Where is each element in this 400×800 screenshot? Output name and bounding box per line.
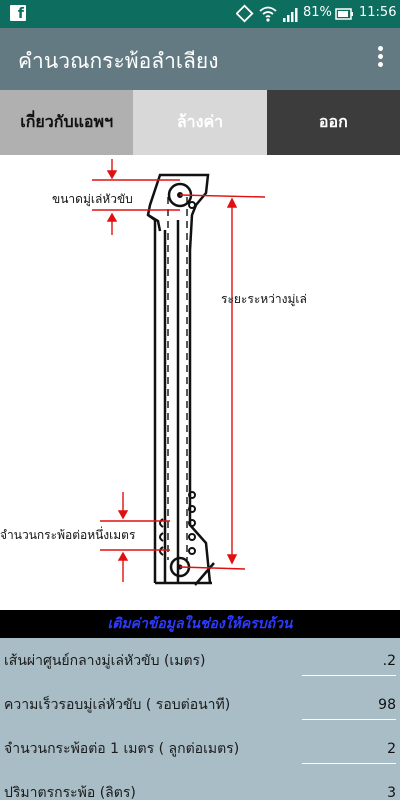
form-row-bucket-volume: ปริมาตรกระพ้อ (ลิตร) bbox=[0, 772, 400, 800]
battery-percent: 81% bbox=[303, 5, 332, 20]
pulley-diameter-input[interactable] bbox=[302, 646, 396, 676]
dimension-lines bbox=[92, 159, 266, 582]
buckets-per-meter-label: จำนวนกระพ้อต่อหนึ่งเมตร bbox=[0, 528, 136, 542]
form-row-buckets-per-meter: จำนวนกระพ้อต่อ 1 เมตร ( ลูกต่อเมตร) bbox=[0, 728, 400, 770]
clear-button[interactable]: ล้างค่า bbox=[133, 90, 267, 155]
input-form: เส้นผ่าศูนย์กลางมู่เล่หัวขับ (เมตร) ความ… bbox=[0, 638, 400, 800]
elevator-casing bbox=[146, 173, 215, 586]
belt-lines bbox=[167, 197, 188, 560]
sync-icon bbox=[236, 4, 254, 23]
form-row-pulley-speed: ความเร็วรอบมู่เล่หัวขับ ( รอบต่อนาที) bbox=[0, 684, 400, 726]
about-button[interactable]: เกี่ยวกับแอพฯ bbox=[0, 90, 134, 155]
instruction-banner: เติมค่าข้อมูลในช่องให้ครบถ้วน bbox=[0, 610, 400, 638]
pulley-speed-input[interactable] bbox=[302, 690, 396, 720]
form-row-pulley-diameter: เส้นผ่าศูนย์กลางมู่เล่หัวขับ (เมตร) bbox=[0, 640, 400, 682]
buckets-per-meter-input[interactable] bbox=[302, 734, 396, 764]
elevator-drawing bbox=[92, 159, 266, 586]
field-label: ความเร็วรอบมู่เล่หัวขับ ( รอบต่อนาที) bbox=[4, 697, 231, 713]
exit-button[interactable]: ออก bbox=[266, 90, 400, 155]
buckets bbox=[159, 201, 196, 556]
action-button-row: เกี่ยวกับแอพฯ ล้างค่า ออก bbox=[0, 90, 400, 155]
overflow-menu-icon[interactable] bbox=[376, 46, 384, 70]
pulley-distance-label: ระยะระหว่างมู่เล่ bbox=[221, 292, 307, 306]
bucket-elevator-diagram: ขนาดมู่เล่หัวขับ ระยะระหว่างมู่เล่ จำนวน… bbox=[0, 155, 400, 610]
facebook-icon: f bbox=[10, 5, 26, 22]
field-label: เส้นผ่าศูนย์กลางมู่เล่หัวขับ (เมตร) bbox=[4, 653, 206, 669]
status-bar: f 81% 11:56 bbox=[0, 0, 400, 28]
app-bar: คำนวณกระพ้อลำเลียง bbox=[0, 28, 400, 90]
battery-icon bbox=[335, 8, 353, 20]
field-label: จำนวนกระพ้อต่อ 1 เมตร ( ลูกต่อเมตร) bbox=[4, 741, 240, 757]
field-label: ปริมาตรกระพ้อ (ลิตร) bbox=[4, 785, 136, 800]
wifi-icon bbox=[259, 6, 277, 22]
signal-icon bbox=[283, 8, 298, 22]
app-title: คำนวณกระพ้อลำเลียง bbox=[18, 49, 219, 73]
bucket-volume-input[interactable] bbox=[302, 778, 396, 800]
pulley-size-label: ขนาดมู่เล่หัวขับ bbox=[52, 192, 133, 206]
clock: 11:56 bbox=[359, 5, 397, 20]
